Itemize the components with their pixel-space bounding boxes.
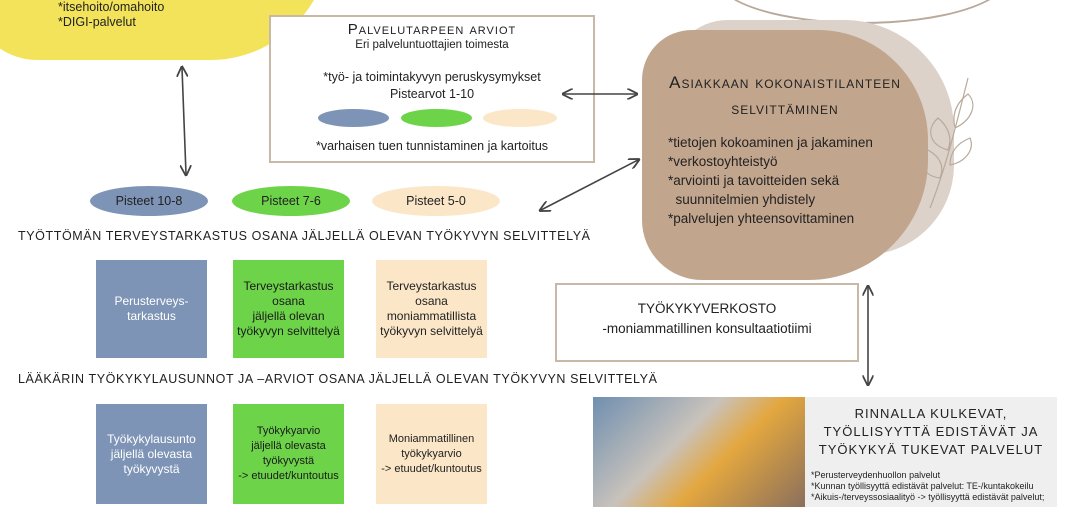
- work-capacity-assessment-box: Työkykyarvio jäljellä olevasta työkyvyst…: [233, 404, 344, 504]
- client-situation-blob: Asiakkaan kokonaistilanteen selvittämine…: [642, 30, 928, 280]
- health-check-remaining-capacity-box: Terveystarkastus osana jäljellä olevan t…: [233, 260, 344, 358]
- basic-health-check-box: Perusterveys- tarkastus: [96, 260, 207, 358]
- assessment-title: Palvelutarpeen arviot: [347, 21, 517, 38]
- score-ellipse-low: Pisteet 5-0: [372, 186, 500, 216]
- assessment-subtitle: Eri palveluntuottajien toimesta: [355, 39, 509, 51]
- health-check-heading: Työttömän terveystarkastus osana jäljell…: [18, 229, 591, 243]
- service-needs-assessment-box: Palvelutarpeen arviot Eri palveluntuotta…: [269, 15, 595, 163]
- green-score-swatch: [401, 109, 472, 127]
- client-situation-title-line-1: Asiakkaan kokonaistilanteen: [669, 73, 901, 92]
- work-capacity-network-box: TYÖKYKYVERKOSTO -moniammatillinen konsul…: [555, 283, 859, 362]
- parallel-services-title: Rinnalla kulkevat, työllisyyttä edistävä…: [818, 406, 1044, 457]
- health-check-remaining-capacity-text: Terveystarkastus osana jäljellä olevan t…: [237, 279, 340, 338]
- basic-health-check-text: Perusterveys- tarkastus: [114, 294, 189, 323]
- arrow-scores-to-client: [541, 160, 638, 210]
- health-check-multiprofessional-box: Terveystarkastus osana moniammatillista …: [376, 260, 487, 358]
- work-capacity-assessment-text: Työkykyarvio jäljellä olevasta työkyvyst…: [238, 425, 339, 482]
- network-subtitle: -moniammatillinen konsultaatiotiimi: [602, 321, 812, 336]
- client-situation-list: *tietojen kokoaminen ja jakaminen *verko…: [668, 133, 873, 228]
- list-item: *verkostoyhteistyö: [668, 154, 778, 169]
- assessment-line-3: *varhaisen tuen tunnistaminen ja kartoit…: [315, 139, 549, 153]
- arrow-yellow-to-scores: [182, 68, 186, 174]
- peach-score-swatch: [483, 109, 557, 127]
- work-capacity-statement-text: Työkykylausunto jäljellä olevasta työkyv…: [107, 431, 196, 476]
- list-item: suunnitelmien yhdistely: [668, 192, 816, 207]
- puzzle-hands-photo: [593, 397, 805, 507]
- assessment-line-1: *työ- ja toimintakyvyn peruskysymykset: [323, 70, 541, 84]
- list-item: *palvelujen yhteensovittaminen: [668, 211, 855, 226]
- list-item: *Kunnan työllisyyttä edistävät palvelut:…: [811, 481, 1034, 491]
- parallel-services-panel: Rinnalla kulkevat, työllisyyttä edistävä…: [805, 397, 1057, 507]
- health-check-multiprofessional-text: Terveystarkastus osana moniammatillista …: [380, 279, 483, 338]
- multiprofessional-assessment-text: Moniammatillinen työkykyarvio -> etuudet…: [381, 432, 482, 475]
- blue-score-swatch: [318, 109, 389, 127]
- multiprofessional-assessment-box: Moniammatillinen työkykyarvio -> etuudet…: [376, 404, 487, 504]
- parallel-services-list: *Perusterveydenhuollon palvelut *Kunnan …: [811, 470, 1044, 503]
- doctor-statements-heading: Lääkärin työkykylausunnot ja –arviot osa…: [18, 372, 658, 386]
- self-care-line: *itsehoito/omahoito: [58, 0, 165, 14]
- self-care-text: *itsehoito/omahoito *DIGI-palvelut: [58, 0, 164, 30]
- list-item: *tietojen kokoaminen ja jakaminen: [668, 135, 873, 150]
- list-item: *Perusterveydenhuollon palvelut: [811, 470, 941, 480]
- score-ellipse-high: Pisteet 10-8: [90, 186, 208, 216]
- list-item: *Aikuis-/terveyssosiaalityö -> työllisyy…: [811, 492, 1045, 502]
- list-item: *arviointi ja tavoitteiden sekä: [668, 173, 840, 188]
- work-capacity-statement-box: Työkykylausunto jäljellä olevasta työkyv…: [96, 404, 207, 504]
- network-title: TYÖKYKYVERKOSTO: [637, 301, 777, 316]
- client-situation-title-line-2: selvittäminen: [731, 99, 839, 118]
- assessment-line-2: Pistearvot 1-10: [389, 87, 475, 101]
- client-situation-title: Asiakkaan kokonaistilanteen selvittämine…: [642, 70, 928, 122]
- score-ellipse-mid: Pisteet 7-6: [232, 186, 350, 216]
- digital-services-line: *DIGI-palvelut: [58, 15, 136, 29]
